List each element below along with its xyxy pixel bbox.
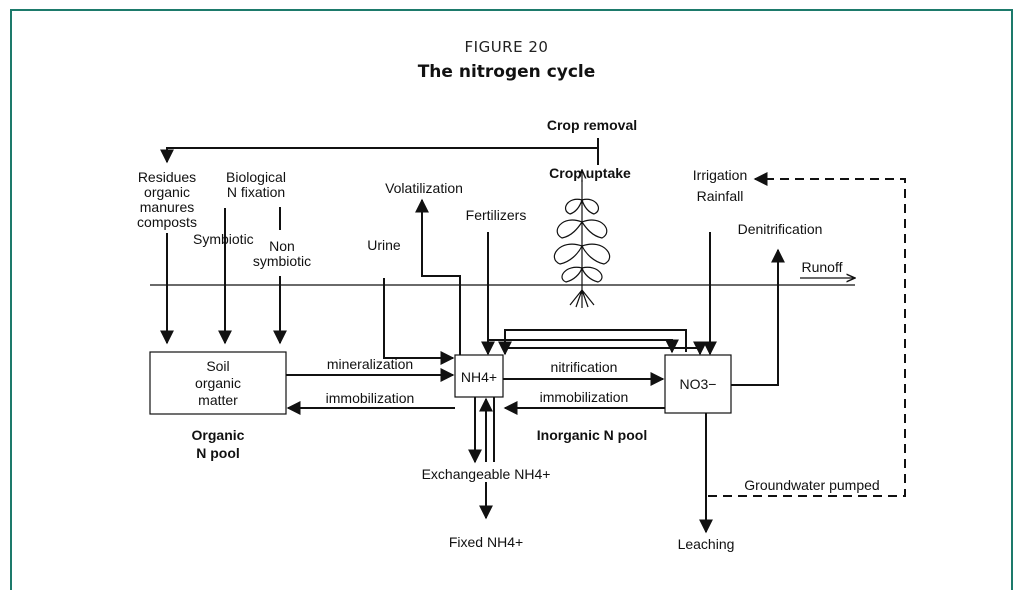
organic-pool-label-2: N pool [196,445,240,461]
mineralization-label: mineralization [327,356,413,372]
inner-loop-arrow [505,341,707,356]
residues-label-4: composts [137,214,197,230]
urine-label: Urine [367,237,401,253]
rainfall-label: Rainfall [697,188,744,204]
upper-loop-arrow [498,329,687,356]
soil-organic-matter-box [149,351,287,415]
groundwater-loop-arrow [708,172,906,497]
residues-label-2: organic [144,184,190,200]
volatilization-label: Volatilization [385,180,463,196]
figure-number: FIGURE 20 [464,38,549,56]
soil-om-label-2: organic [195,375,241,391]
fertilizer-to-no3-arrow [488,339,679,354]
denitrification-label: Denitrification [738,221,823,237]
crop-removal-arrow [160,138,599,164]
exchangeable-label: Exchangeable NH4+ [422,466,551,482]
fixed-label: Fixed NH4+ [449,534,523,550]
groundwater-label: Groundwater pumped [744,477,879,493]
immobilization-right-label: immobilization [540,389,629,405]
residues-label-1: Residues [138,169,196,185]
biological-label-1: Biological [226,169,286,185]
inorganic-pool-label: Inorganic N pool [537,427,647,443]
residues-label-3: manures [140,199,194,215]
soil-om-label-1: Soil [206,358,229,374]
runoff-label: Runoff [802,259,843,275]
fertilizers-label: Fertilizers [466,207,527,223]
nh4-box [454,354,504,398]
denitrification-arrow [730,248,785,386]
nitrification-label: nitrification [551,359,618,375]
crop-uptake-label: Crop uptake [549,165,631,181]
nh4-label: NH4+ [461,369,497,385]
crop-removal-label: Crop removal [547,117,637,133]
organic-pool-label-1: Organic [192,427,245,443]
immobilization-left-label: immobilization [326,390,415,406]
leaching-label: Leaching [678,536,735,552]
no3-label: NO3− [680,376,717,392]
volatilization-arrow [415,198,461,358]
plant-icon [553,170,611,308]
urine-arrow [383,278,455,365]
non-symbiotic-label-1: Non [269,238,295,254]
soil-om-label-3: matter [198,392,238,408]
symbiotic-label: Symbiotic [193,231,254,247]
figure-frame [10,9,1013,590]
figure-title: The nitrogen cycle [417,62,596,82]
irrigation-label: Irrigation [693,167,747,183]
non-symbiotic-label-2: symbiotic [253,253,311,269]
no3-box [664,354,732,414]
biological-label-2: N fixation [227,184,285,200]
